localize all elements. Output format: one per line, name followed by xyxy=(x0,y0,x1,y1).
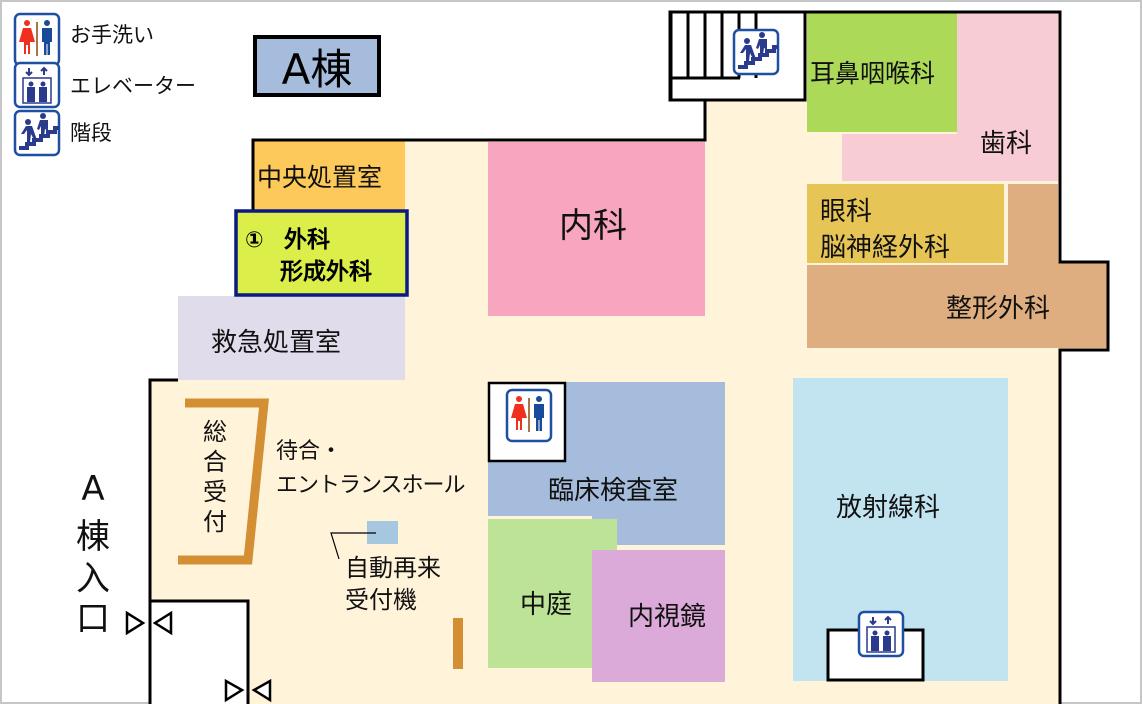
elevator-icon xyxy=(857,610,905,658)
central-treatment-label: 中央処置室 xyxy=(257,163,382,192)
svg-text:合: 合 xyxy=(203,448,227,476)
plastic-surgery-label: 形成外科 xyxy=(280,258,372,285)
kiosk-leader-line xyxy=(330,532,376,560)
emergency-label: 救急処置室 xyxy=(211,328,341,358)
counter-bar xyxy=(453,618,463,669)
reception-label: 総 合 受 付 xyxy=(203,418,227,536)
outer-wall-top xyxy=(251,10,1110,704)
kiosk-label-2: 受付機 xyxy=(345,586,417,614)
surgery-number: ① xyxy=(245,228,264,253)
outer-wall-left xyxy=(148,378,178,704)
room-ophthalmology[interactable] xyxy=(807,184,1004,263)
ophthalmology-label: 眼科 xyxy=(820,197,872,227)
room-clinical-lab[interactable] xyxy=(488,382,725,545)
legend-elevator-label: エレベーター xyxy=(70,74,196,98)
building-label-box xyxy=(253,35,381,97)
svg-text:口: 口 xyxy=(76,599,110,639)
room-internal-medicine[interactable] xyxy=(488,142,705,316)
reception-counter xyxy=(178,398,269,565)
internal-medicine-label: 内科 xyxy=(559,206,627,246)
surgery-label: 外科 xyxy=(284,226,330,253)
legend: お手洗い エレベーター 階段 xyxy=(13,12,196,157)
waiting-hall-label-2: エントランスホール xyxy=(276,473,465,498)
svg-text:棟: 棟 xyxy=(76,517,110,557)
legend-elevator-icon xyxy=(13,61,61,109)
endoscopy-label: 内視鏡 xyxy=(628,602,706,632)
room-central-treatment[interactable] xyxy=(253,140,405,210)
restroom-icon xyxy=(505,388,553,443)
entrance-door-icon xyxy=(125,610,272,703)
room-dental[interactable] xyxy=(842,12,1058,181)
entrance-vestibule xyxy=(148,599,250,704)
reception-kiosk[interactable] xyxy=(367,521,398,544)
courtyard-label: 中庭 xyxy=(520,590,572,620)
svg-text:総: 総 xyxy=(203,418,227,446)
room-emergency[interactable] xyxy=(178,296,405,380)
room-endoscopy[interactable] xyxy=(592,550,725,682)
waiting-hall-label-1: 待合・ xyxy=(276,439,342,464)
svg-text:受: 受 xyxy=(203,478,227,506)
entrance-label: A 棟 入 口 xyxy=(76,469,110,639)
svg-text:付: 付 xyxy=(203,508,227,536)
kiosk-label-1: 自動再来 xyxy=(345,554,441,582)
clinical-lab-label: 臨床検査室 xyxy=(548,476,678,506)
legend-restroom-label: お手洗い xyxy=(70,23,154,47)
legend-stairs-label: 階段 xyxy=(70,121,112,145)
svg-text:A: A xyxy=(81,469,104,509)
radiology-label: 放射線科 xyxy=(836,493,940,523)
stairs-icon xyxy=(732,28,780,76)
legend-stairs-icon xyxy=(13,109,61,157)
legend-restroom-icon xyxy=(13,12,61,67)
room-ent[interactable] xyxy=(807,12,957,132)
room-surgery[interactable] xyxy=(234,209,409,297)
room-orthopedics[interactable] xyxy=(807,184,1107,348)
neurosurgery-label: 脳神経外科 xyxy=(820,233,950,263)
building-label: A棟 xyxy=(282,45,353,94)
svg-text:入: 入 xyxy=(76,559,110,599)
ent-label: 耳鼻咽喉科 xyxy=(810,59,935,88)
dental-label: 歯科 xyxy=(980,129,1032,159)
orthopedics-label: 整形外科 xyxy=(946,294,1050,324)
